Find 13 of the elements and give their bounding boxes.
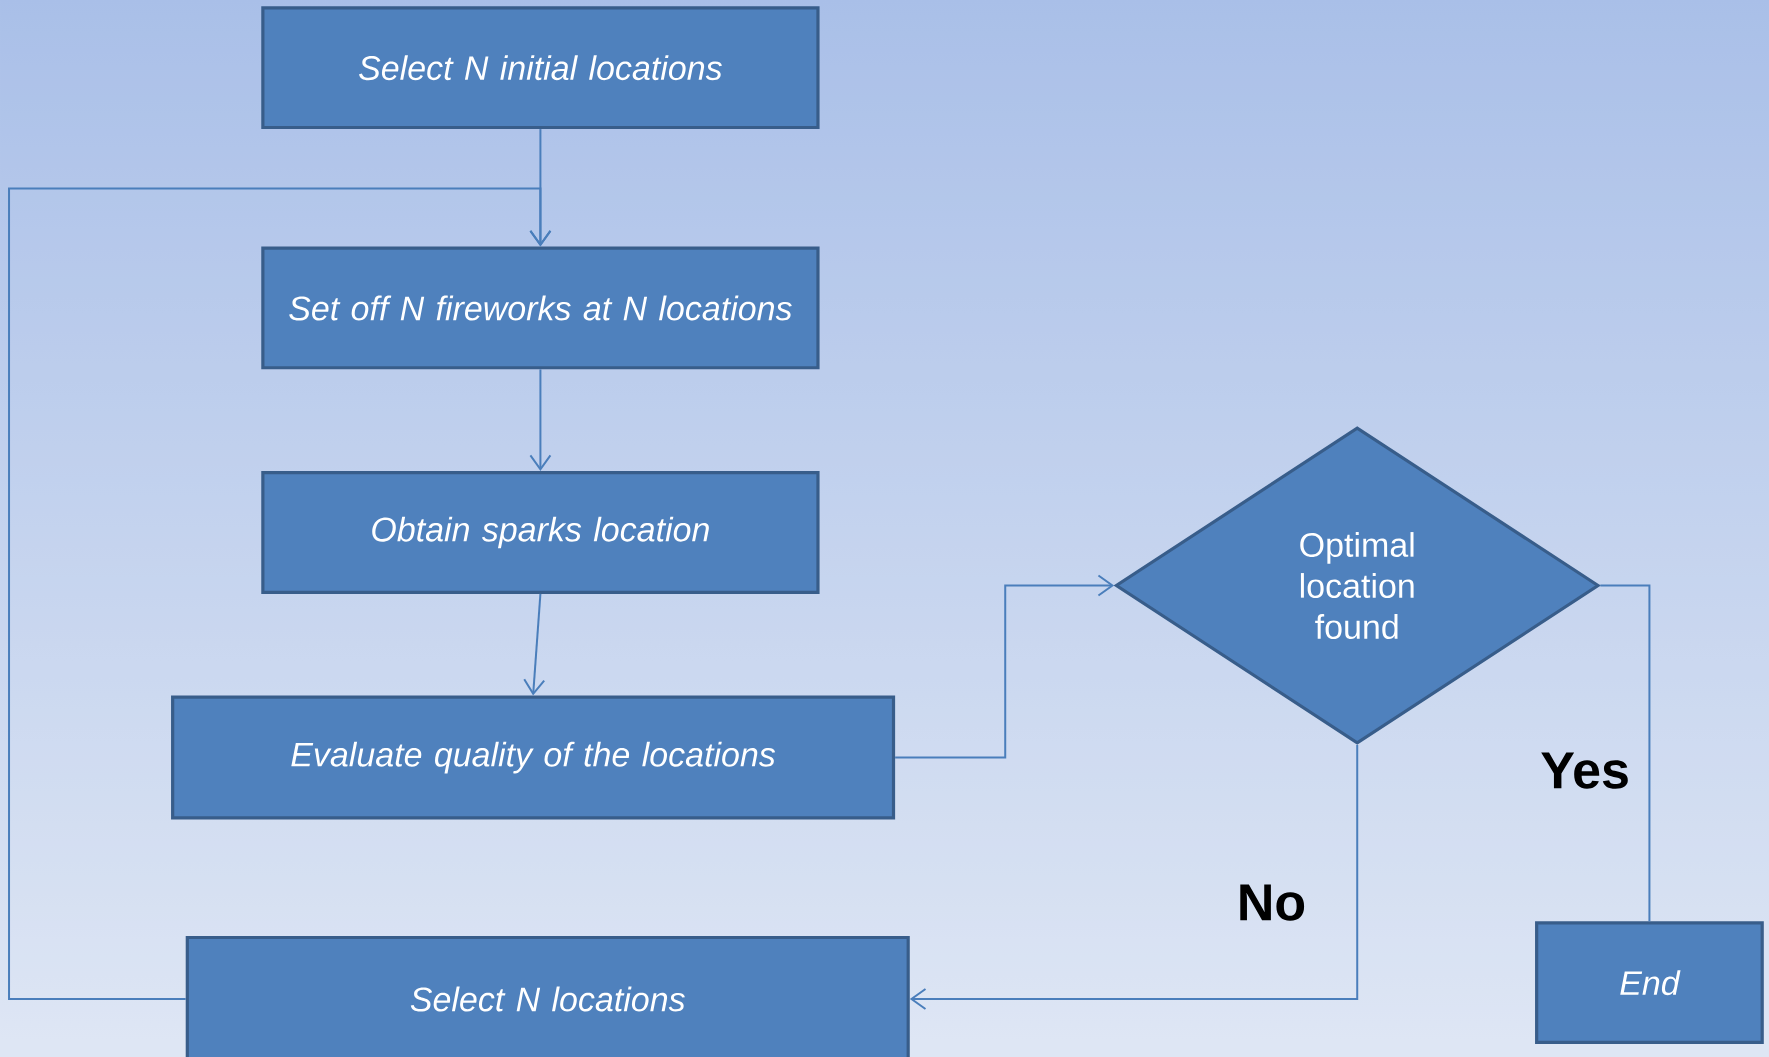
arrow — [529, 368, 552, 472]
process-box: Evaluate quality of the locations — [171, 695, 896, 820]
arrow — [523, 592, 546, 696]
process-box: Select N initial locations — [261, 6, 820, 130]
process-box: End — [1535, 921, 1764, 1044]
arrow — [8, 187, 552, 1000]
process-box: Set off N fireworks at N locations — [261, 246, 820, 370]
process-box: Obtain sparks location — [261, 471, 820, 594]
edge-label: Yes — [1541, 752, 1628, 789]
arrow — [894, 574, 1115, 759]
process-box: Select N locations — [185, 935, 910, 1057]
edge-label: No — [1240, 884, 1305, 921]
arrow — [909, 744, 1359, 1010]
